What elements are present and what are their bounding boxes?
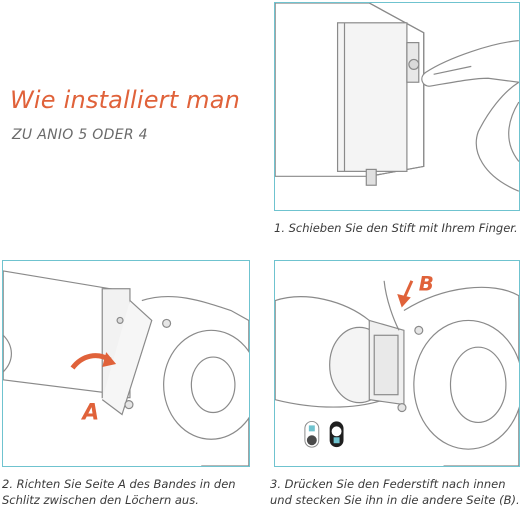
title-sub: ZU ANIO 5 ODER 4 bbox=[12, 127, 148, 143]
step-1-drawing bbox=[275, 3, 519, 192]
step-3-illustration: B bbox=[274, 260, 520, 467]
step-3-caption: 3. Drücken Sie den Federstift nach innen… bbox=[270, 477, 520, 507]
step-3-drawing: B bbox=[275, 273, 519, 466]
step-2-illustration: A bbox=[2, 260, 250, 467]
arrow-down-icon bbox=[397, 280, 414, 308]
step-1-caption: 1. Schieben Sie den Stift mit Ihrem Fing… bbox=[274, 221, 518, 235]
step-1-illustration bbox=[274, 2, 520, 211]
finger-icon bbox=[421, 40, 519, 192]
step-2-caption: 2. Richten Sie Seite A des Bandes in den… bbox=[2, 477, 236, 507]
toggle-icon bbox=[304, 420, 344, 448]
label-b: B bbox=[419, 273, 434, 296]
title-main: Wie installiert man bbox=[10, 86, 241, 114]
label-a: A bbox=[80, 400, 99, 425]
step-2-drawing: A bbox=[3, 270, 249, 466]
